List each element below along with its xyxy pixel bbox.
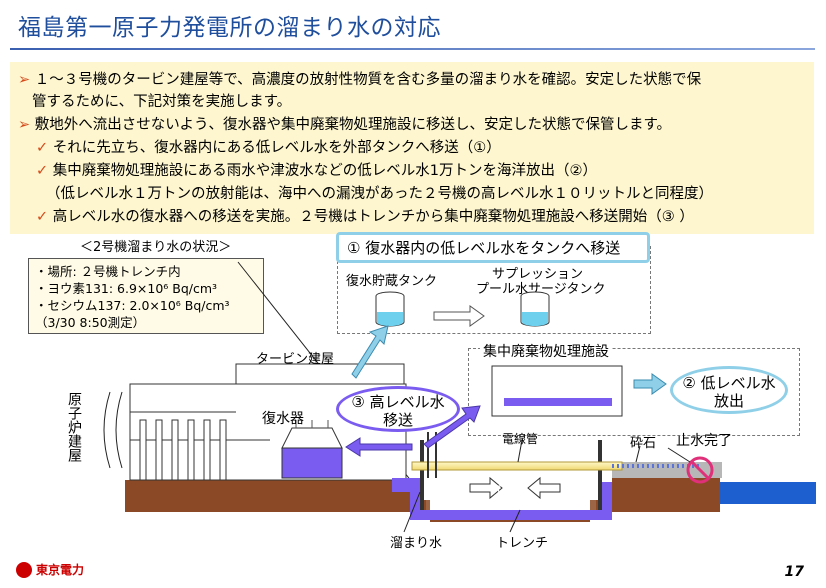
step1-heading: ① 復水器内の低レベル水をタンクへ移送	[336, 232, 650, 263]
facility-water	[504, 398, 612, 406]
sub-bullet-1: ✓ それに先立ち、復水器内にある低レベル水を外部タンクへ移送（①）	[36, 140, 501, 156]
turbine-building-label: タービン建屋	[256, 352, 335, 367]
facility-box	[468, 348, 800, 436]
trench-label: トレンチ	[496, 536, 549, 551]
turbine-building	[129, 363, 407, 481]
status-caption: ＜2号機溜まり水の状況＞	[80, 240, 232, 255]
tank-right-label-1: サプレッション	[492, 267, 584, 282]
tank-transfer-arrow	[433, 305, 485, 327]
page-number: 17	[784, 564, 804, 580]
sea	[720, 482, 816, 504]
company-logo: 東京電力	[16, 561, 84, 578]
step3-line1: ③ 高レベル水	[351, 393, 445, 411]
gravel-label: 砕石	[630, 436, 657, 451]
step3-oval: ③ 高レベル水 移送	[336, 386, 460, 432]
surge-tank	[520, 291, 550, 327]
cable-conduit	[411, 461, 623, 471]
sub-bullet-3: ✓ 高レベル水の復水器への移送を実施。２号機はトレンチから集中廃棄物処理施設へ移…	[36, 209, 694, 225]
tepco-emblem-icon	[16, 561, 32, 578]
info-place: ・場所: ２号機トレンチ内	[35, 264, 181, 279]
step3-line2: 移送	[382, 411, 413, 429]
bullet-2: ➢ 敷地外へ流出させないよう、復水器や集中廃棄物処理施設に移送し、安定した状態で…	[18, 117, 672, 133]
pooled-water-turbine	[392, 478, 420, 492]
condenser-label: 復水器	[262, 411, 304, 427]
transfer-to-condenser-arrow	[345, 437, 413, 457]
step2-line2: 放出	[713, 392, 744, 410]
bullet-panel: ➢ １～３号機のタービン建屋等で、高濃度の放射性物質を含む多量の溜まり水を確認。…	[10, 62, 814, 234]
info-cesium: ・セシウム137: 2.0×10⁶ Bq/cm³	[35, 298, 230, 313]
water-stop-label: 止水完了	[676, 433, 732, 449]
step2-line1: ② 低レベル水	[682, 374, 776, 392]
reactor-curve-2	[115, 391, 123, 469]
company-name: 東京電力	[36, 563, 85, 577]
reactor-building-label: 原子炉建屋	[66, 392, 82, 462]
title-rule	[10, 48, 815, 50]
pooled-water-label: 溜まり水	[390, 536, 443, 551]
transfer-to-facility-arrow	[423, 405, 481, 449]
step2-oval: ② 低レベル水 放出	[670, 366, 788, 414]
shaft-label: 立坑	[494, 483, 522, 499]
page-title: 福島第一原子力発電所の溜まり水の対応	[18, 15, 441, 41]
trench-water	[410, 482, 612, 520]
condensate-storage-tank	[375, 291, 405, 327]
tank-right-label-2: プール水サージタンク	[476, 282, 606, 297]
tank-left-label: 復水貯蔵タンク	[346, 274, 438, 289]
info-date: （3/30 8:50測定）	[35, 315, 146, 330]
sub-bullet-2-note: （低レベル水１万トンの放射能は、海中への漏洩があった２号機の高レベル水１０リット…	[46, 186, 713, 202]
measurement-box: ・場所: ２号機トレンチ内 ・ヨウ素131: 6.9×10⁶ Bq/cm³ ・セ…	[28, 258, 264, 334]
release-arrow	[633, 373, 667, 395]
bullet-1-cont: 管するために、下記対策を実施します。	[32, 94, 292, 110]
facility-title: 集中廃棄物処理施設	[480, 341, 612, 361]
transfer-to-tank-arrow	[351, 325, 389, 379]
stop-seal-icon	[686, 456, 714, 484]
bullet-1: ➢ １～３号機のタービン建屋等で、高濃度の放射性物質を含む多量の溜まり水を確認。…	[18, 72, 702, 88]
facility-tank	[491, 365, 623, 417]
info-iodine: ・ヨウ素131: 6.9×10⁶ Bq/cm³	[35, 281, 218, 296]
cable-conduit-label: 電線管	[502, 432, 539, 446]
reactor-curve-1	[103, 391, 111, 469]
sub-bullet-2: ✓ 集中廃棄物処理施設にある雨水や津波水などの低レベル水1万トンを海洋放出（②）	[36, 163, 597, 179]
